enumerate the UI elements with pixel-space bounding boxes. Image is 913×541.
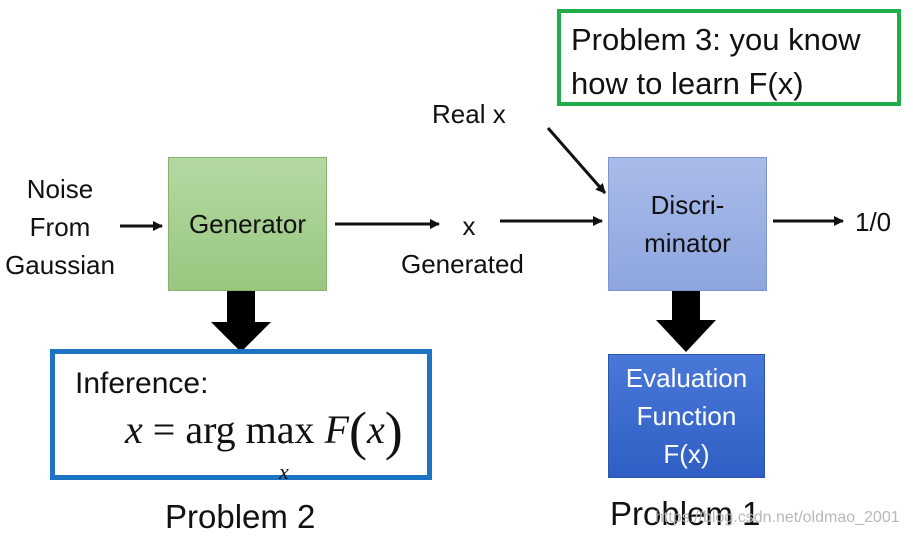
formula-lhs: x: [125, 407, 143, 452]
generator-down-block-arrow: [211, 291, 271, 352]
noise-label: Noise From Gaussian: [0, 170, 120, 284]
generated-label: Generated: [401, 249, 524, 279]
problem3-line-2: how to learn F(x): [571, 66, 804, 101]
watermark: https://blog.csdn.net/oldmao_2001: [655, 509, 900, 526]
output-label: 1/0: [855, 207, 892, 237]
evaluation-line-1: Evaluation: [625, 363, 748, 393]
inference-box: Inference: x = arg max F(x) x: [50, 349, 432, 484]
formula-close-paren: ): [384, 401, 403, 461]
real-x-label: Real x: [432, 99, 506, 129]
formula-arg: x: [366, 407, 385, 452]
discriminator-line-1: Discri-: [650, 190, 725, 220]
generator-label: Generator: [188, 209, 307, 239]
problem3-line-1: Problem 3: you know: [571, 22, 861, 57]
noise-line-2: From: [29, 212, 91, 242]
discriminator-line-2: minator: [644, 228, 731, 258]
problem2-label: Problem 2: [165, 498, 316, 535]
generator-box: Generator: [168, 157, 327, 291]
argmax-formula: x = arg max F(x) x: [125, 404, 403, 484]
noise-line-1: Noise: [26, 174, 94, 204]
noise-line-3: Gaussian: [5, 250, 115, 280]
problem3-box: Problem 3: you know how to learn F(x): [557, 9, 901, 106]
formula-open-paren: (: [348, 401, 367, 461]
evaluation-line-2: Function: [636, 401, 737, 431]
discriminator-down-block-arrow: [656, 291, 716, 352]
formula-function: F: [324, 407, 349, 452]
generated-x: x: [462, 211, 476, 241]
formula-subscript: x: [279, 459, 289, 484]
evaluation-line-3: F(x): [663, 439, 710, 469]
formula-operator: arg max: [185, 407, 315, 452]
problem1-label: Problem 1: [610, 495, 761, 532]
realx-to-discriminator-arrow: [546, 127, 607, 194]
evaluation-function-box: Evaluation Function F(x): [608, 354, 765, 478]
inference-label: Inference:: [75, 367, 209, 400]
formula-equals: =: [152, 407, 176, 452]
discriminator-box: Discri- minator: [608, 157, 767, 291]
